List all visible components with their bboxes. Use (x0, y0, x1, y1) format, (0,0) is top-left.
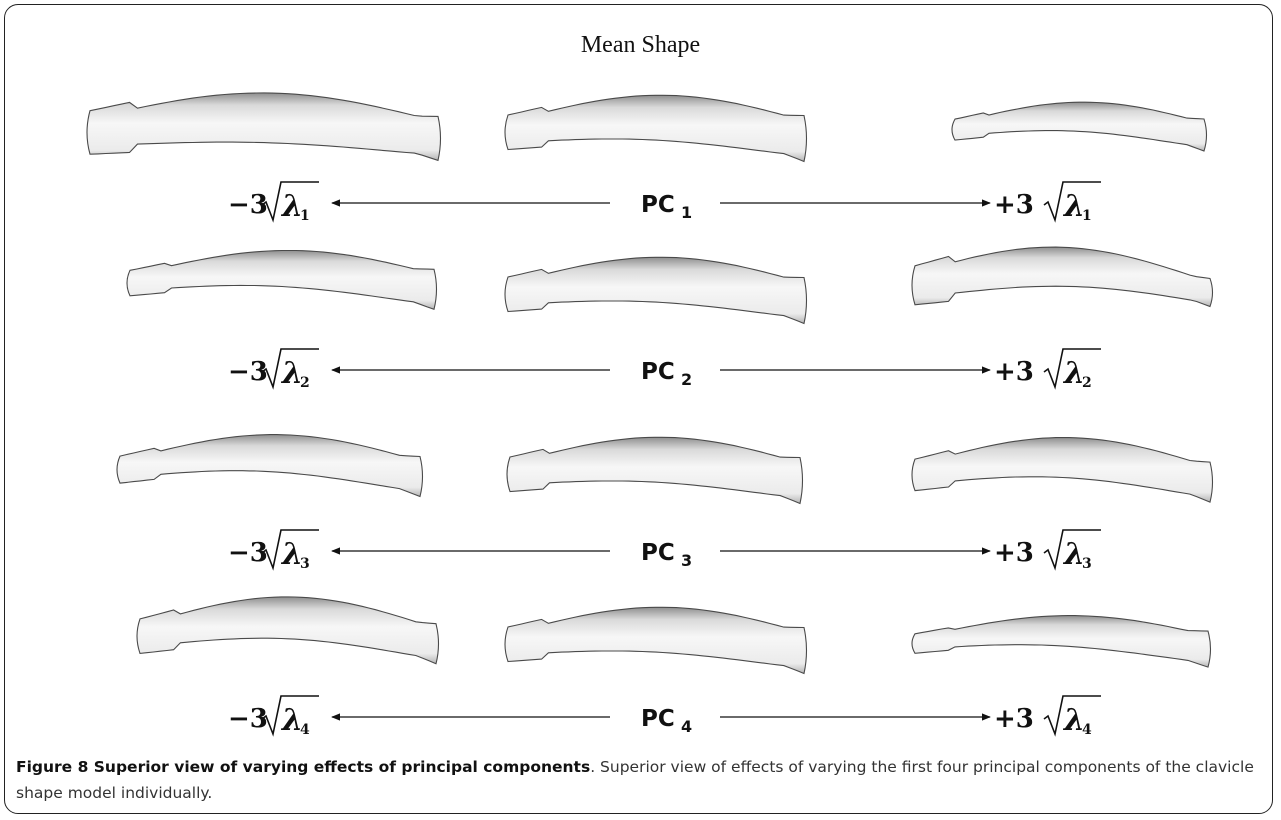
pc-subscript: 1 (681, 203, 692, 222)
clavicle-shape (952, 102, 1207, 151)
lambda-subscript: 4 (300, 722, 310, 738)
clavicle-shape (912, 247, 1213, 306)
caption-title: Figure 8 Superior view of varying effect… (16, 758, 590, 776)
clavicle-body (505, 257, 807, 323)
pc-label: PC (641, 192, 675, 218)
sqrt-lambda: λ4 (262, 696, 319, 738)
plus-coef-label: +3 (994, 357, 1034, 387)
lambda-subscript: 3 (300, 556, 310, 572)
clavicle-body (912, 616, 1211, 668)
clavicle-body (912, 247, 1213, 306)
pc-label: PC (641, 540, 675, 566)
figure-caption: Figure 8 Superior view of varying effect… (16, 754, 1266, 806)
pc-label: PC (641, 359, 675, 385)
clavicle-shape (117, 435, 423, 497)
clavicle-shape (505, 607, 807, 673)
sqrt-lambda: λ4 (1044, 696, 1101, 738)
sqrt-lambda: λ1 (262, 182, 319, 224)
clavicle-shape (912, 438, 1213, 503)
plus-coef-label: +3 (994, 538, 1034, 568)
plus-coef-label: +3 (994, 704, 1034, 734)
lambda-subscript: 1 (1082, 208, 1092, 224)
lambda-subscript: 4 (1082, 722, 1092, 738)
sqrt-lambda: λ1 (1044, 182, 1101, 224)
clavicle-body (952, 102, 1207, 151)
clavicle-body (507, 437, 803, 503)
sqrt-lambda: λ2 (1044, 349, 1101, 391)
clavicle-body (137, 597, 439, 664)
pc-subscript: 4 (681, 717, 692, 736)
clavicle-shape (127, 251, 437, 310)
clavicle-shape (912, 616, 1211, 668)
clavicle-shape (505, 257, 807, 323)
pc-subscript: 2 (681, 370, 692, 389)
minus-coef-label: −3 (228, 190, 268, 220)
plus-coef-label: +3 (994, 190, 1034, 220)
clavicle-shape (505, 95, 807, 161)
pc-subscript: 3 (681, 551, 692, 570)
pc-label: PC (641, 706, 675, 732)
clavicle-body (87, 93, 441, 160)
clavicle-body (127, 251, 437, 310)
clavicle-body (505, 95, 807, 161)
lambda-subscript: 1 (300, 208, 310, 224)
minus-coef-label: −3 (228, 357, 268, 387)
minus-coef-label: −3 (228, 704, 268, 734)
lambda-subscript: 3 (1082, 556, 1092, 572)
sqrt-lambda: λ3 (262, 530, 319, 572)
clavicle-shape (137, 597, 439, 664)
sqrt-lambda: λ2 (262, 349, 319, 391)
clavicle-shape (87, 93, 441, 160)
sqrt-lambda: λ3 (1044, 530, 1101, 572)
lambda-subscript: 2 (300, 375, 310, 391)
minus-coef-label: −3 (228, 538, 268, 568)
clavicle-shape (507, 437, 803, 503)
clavicle-body (505, 607, 807, 673)
clavicle-body (912, 438, 1213, 503)
lambda-subscript: 2 (1082, 375, 1092, 391)
clavicle-body (117, 435, 423, 497)
